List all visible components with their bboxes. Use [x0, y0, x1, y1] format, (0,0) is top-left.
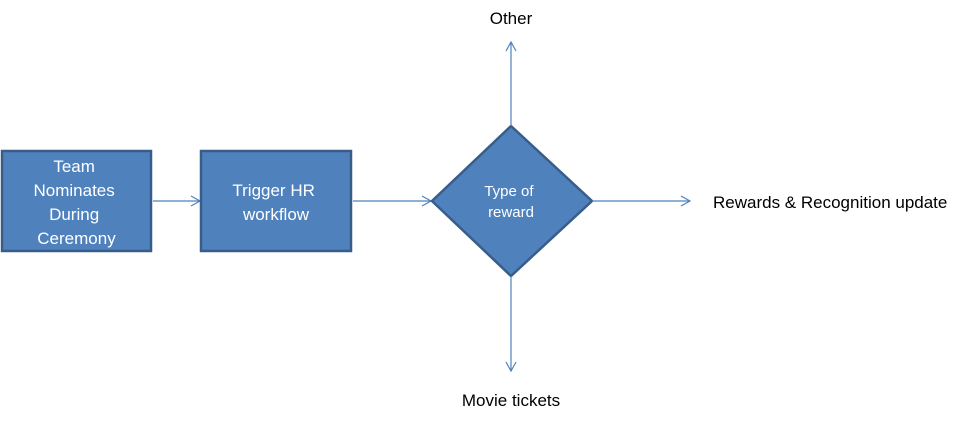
- arrow-trigger-to-decision: [353, 195, 433, 207]
- outcome-movie-tickets-label: Movie tickets: [462, 391, 560, 410]
- node-trigger-hr-workflow: Trigger HR workflow: [199, 149, 353, 253]
- node-trigger-line-2: workflow: [242, 205, 310, 224]
- arrow-decision-to-movie-tickets: [505, 276, 517, 373]
- arrow-decision-to-other: [505, 40, 517, 126]
- decision-line-2: reward: [488, 204, 534, 221]
- arrow-decision-to-rewards: [592, 195, 692, 207]
- node-team-nominates-box: [0, 149, 153, 253]
- decision-line-1: Type of: [484, 183, 534, 200]
- node-trigger-hr-workflow-box: [199, 149, 353, 253]
- node-type-of-reward: Type of reward: [430, 124, 594, 278]
- node-team-nominates: Team Nominates During Ceremony: [0, 149, 153, 253]
- outcome-rewards-recognition-label: Rewards & Recognition update: [713, 193, 947, 212]
- node-team-nominates-line-4: Ceremony: [37, 229, 116, 248]
- node-team-nominates-label: Team Nominates During Ceremony: [34, 157, 120, 248]
- node-trigger-hr-workflow-label: Trigger HR workflow: [232, 181, 319, 224]
- node-trigger-line-1: Trigger HR: [232, 181, 315, 200]
- node-team-nominates-line-1: Team: [53, 157, 95, 176]
- decision-label: Type of reward: [484, 183, 537, 221]
- node-team-nominates-line-3: During: [49, 205, 99, 224]
- decision-diamond: [430, 124, 594, 278]
- arrow-nominate-to-trigger: [153, 195, 202, 207]
- node-team-nominates-line-2: Nominates: [34, 181, 115, 200]
- outcome-other-label: Other: [490, 9, 533, 28]
